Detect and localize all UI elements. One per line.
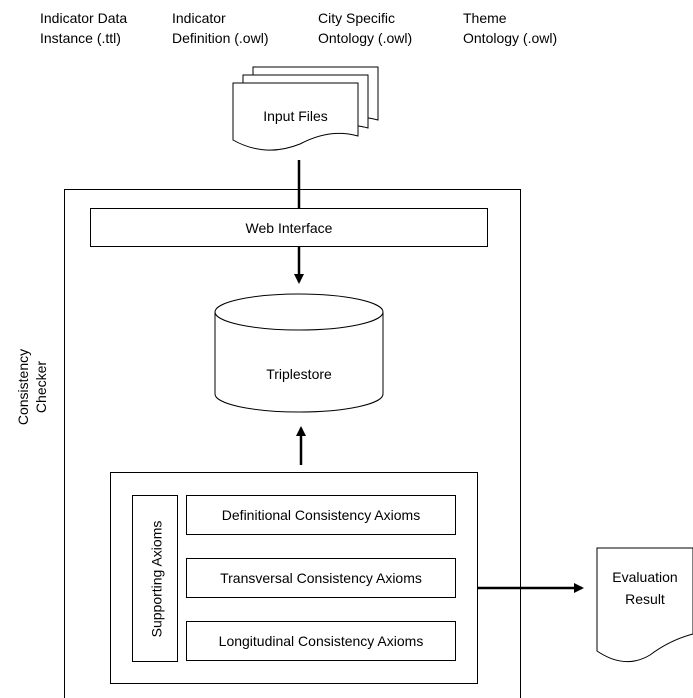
evaluation-result-document [596, 547, 693, 662]
input-label-theme-ontology: Theme Ontology (.owl) [463, 10, 558, 46]
supporting-axioms-box: Supporting Axioms [132, 495, 178, 662]
transversal-axioms-box: Transversal Consistency Axioms [186, 558, 456, 598]
consistency-checker-label: Consistency Checker [15, 348, 49, 426]
input-label-indicator-data: Indicator Data Instance (.ttl) [40, 10, 128, 46]
input-files-label: Input Files [263, 108, 328, 124]
longitudinal-axioms-box: Longitudinal Consistency Axioms [186, 621, 456, 661]
input-label-city-ontology: City Specific Ontology (.owl) [318, 10, 413, 46]
triplestore-label: Triplestore [266, 366, 332, 382]
definitional-axioms-box: Definitional Consistency Axioms [186, 495, 456, 535]
consistency-checker-box [64, 189, 521, 698]
input-label-indicator-definition: Indicator Definition (.owl) [172, 10, 269, 46]
supporting-axioms-label: Supporting Axioms [148, 520, 165, 638]
evaluation-result-label: Evaluation Result [612, 569, 678, 607]
input-files-icon [232, 66, 379, 151]
web-interface-box: Web Interface [90, 208, 488, 247]
triplestore-cylinder [214, 293, 384, 413]
